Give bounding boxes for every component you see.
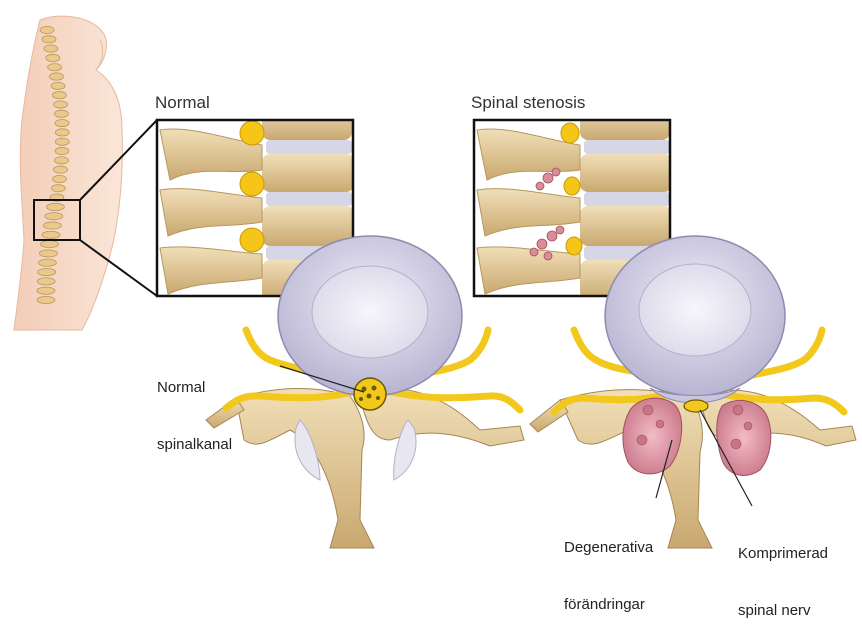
normal-canal-label-line1: Normal: [157, 378, 232, 397]
spine-vertebra: [37, 296, 55, 303]
stenosis-panel-title: Spinal stenosis: [471, 93, 585, 112]
spine-vertebra: [44, 45, 58, 52]
spine-vertebra: [54, 110, 68, 117]
spine-vertebra: [43, 222, 61, 229]
spine-vertebra: [51, 82, 65, 89]
compressed-spinal-cord: [684, 400, 708, 412]
spine-vertebra: [38, 268, 56, 275]
degenerative-label-line1: Degenerativa: [564, 538, 653, 557]
spine-vertebra: [53, 175, 67, 182]
spine-vertebra: [54, 157, 68, 164]
normal-canal-label: Normal spinalkanal: [157, 340, 232, 473]
spine-vertebra: [55, 138, 69, 145]
spine-vertebra: [42, 231, 60, 238]
degenerative-changes-label: Degenerativa förändringar: [564, 500, 653, 633]
normal-vertebra-bone: [236, 389, 524, 548]
spine-vertebra: [54, 101, 68, 108]
spine-vertebra: [52, 92, 66, 99]
stenosis-disc-nucleus: [639, 264, 751, 356]
spine-vertebra: [48, 64, 62, 71]
normal-canal-label-line2: spinalkanal: [157, 435, 232, 454]
degenerative-label-line2: förändringar: [564, 595, 653, 614]
spine-vertebra: [38, 259, 56, 266]
spine-vertebra: [37, 278, 55, 285]
spine-vertebra: [42, 36, 56, 43]
spine-vertebra: [39, 250, 57, 257]
spine-vertebra: [55, 147, 69, 154]
compressed-label-line1: Komprimerad: [738, 544, 828, 563]
spine-vertebra: [40, 26, 54, 33]
spine-vertebra: [41, 241, 59, 248]
spine-vertebra: [49, 73, 63, 80]
compressed-nerve-label: Komprimerad spinal nerv: [738, 506, 828, 639]
normal-disc-nucleus: [312, 266, 428, 358]
compressed-label-line2: spinal nerv: [738, 601, 828, 620]
spine-vertebra: [37, 287, 55, 294]
spine-vertebra: [54, 166, 68, 173]
spine-vertebra: [46, 54, 60, 61]
spine-vertebra: [45, 213, 63, 220]
spine-vertebra: [46, 203, 64, 210]
spine-vertebra: [51, 185, 65, 192]
spine-vertebra: [55, 120, 69, 127]
spine-vertebra: [55, 129, 69, 136]
spinal-stenosis-illustration: [0, 0, 862, 556]
normal-panel-title: Normal: [155, 93, 210, 112]
normal-spinal-cord: [354, 378, 386, 410]
